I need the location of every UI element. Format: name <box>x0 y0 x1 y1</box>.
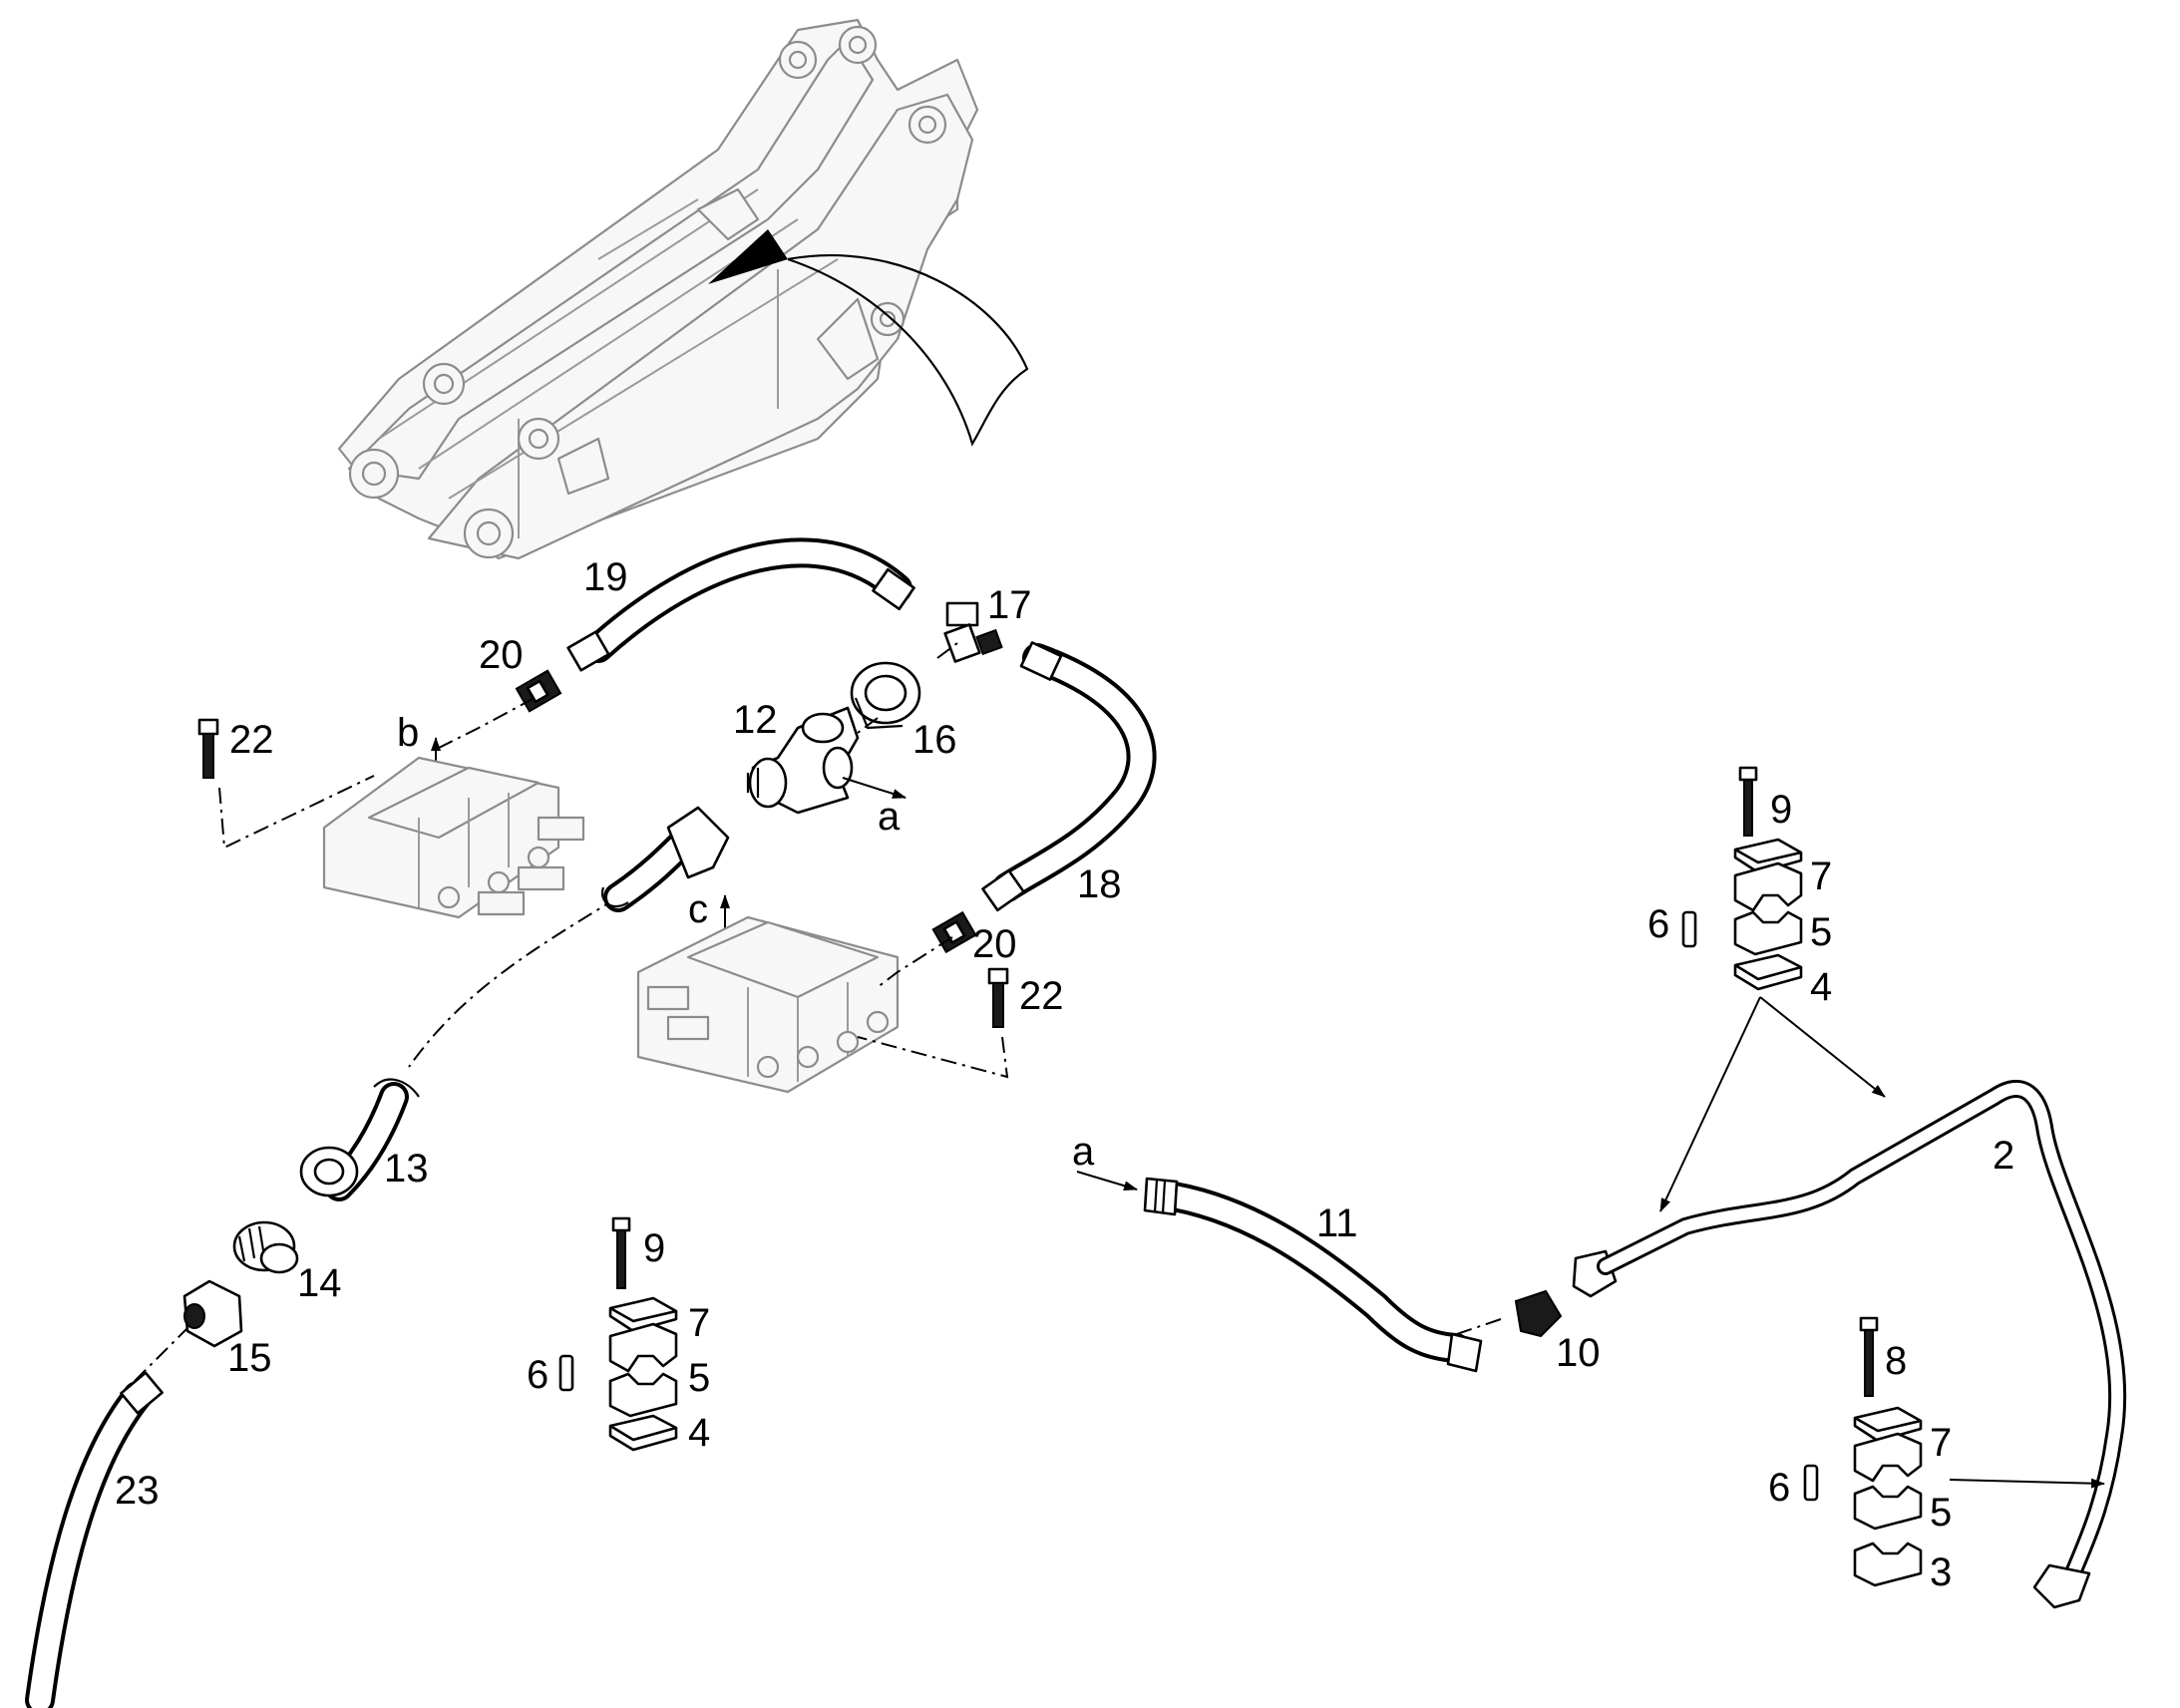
label-6-right: 6 <box>1647 902 1669 946</box>
label-13: 13 <box>384 1147 429 1191</box>
label-9-right: 9 <box>1770 788 1792 832</box>
label-b: b <box>397 711 419 755</box>
label-7-bottom: 7 <box>1930 1421 1952 1465</box>
label-6-bottom: 6 <box>1768 1466 1790 1510</box>
label-18: 18 <box>1077 862 1122 906</box>
label-4-right: 4 <box>1810 965 1832 1009</box>
hose-18 <box>981 641 1157 912</box>
nut-16 <box>850 661 921 730</box>
label-a-top: a <box>878 795 901 839</box>
label-a-mid: a <box>1072 1130 1095 1174</box>
pipe-2 <box>1597 1080 2127 1609</box>
label-5-left: 5 <box>688 1356 710 1400</box>
hose-11 <box>1143 1177 1483 1373</box>
label-5-bottom: 5 <box>1930 1491 1952 1535</box>
clamp-leaders <box>1659 996 2105 1489</box>
label-c: c <box>688 887 708 931</box>
label-6-left: 6 <box>527 1353 548 1397</box>
label-2: 2 <box>1993 1134 2014 1178</box>
label-20-top: 20 <box>479 633 524 677</box>
label-17: 17 <box>987 583 1032 627</box>
label-8: 8 <box>1885 1339 1907 1383</box>
clamp-set-right <box>1681 766 1803 991</box>
hose-13 <box>299 806 730 1201</box>
label-22-right: 22 <box>1019 974 1064 1018</box>
label-14: 14 <box>297 1261 342 1305</box>
hose-19 <box>566 537 915 672</box>
clamp-set-bottom <box>1803 1316 1923 1587</box>
control-valve-left-ghost <box>322 756 585 919</box>
flow-arrow-a-top <box>842 777 907 799</box>
label-23: 23 <box>115 1469 160 1513</box>
bolt-22-right <box>987 967 1009 1028</box>
label-15: 15 <box>227 1336 272 1380</box>
assembly-lines <box>129 642 1502 1387</box>
adapter-14 <box>232 1220 299 1274</box>
label-4-left: 4 <box>688 1411 710 1455</box>
label-7-right: 7 <box>1810 854 1832 898</box>
label-9-left: 9 <box>643 1226 665 1270</box>
label-12: 12 <box>733 698 778 742</box>
tee-fitting-17 <box>943 601 1003 663</box>
label-11: 11 <box>1316 1201 1358 1245</box>
label-22-left: 22 <box>229 718 274 762</box>
part-labels: 19 20 17 12 16 a b 22 18 c 20 22 13 14 1… <box>115 555 2014 1594</box>
label-19: 19 <box>583 555 628 599</box>
label-16: 16 <box>912 718 957 762</box>
label-20-mid: 20 <box>972 922 1017 966</box>
label-5-right: 5 <box>1810 910 1832 954</box>
clamp-set-left <box>558 1216 678 1452</box>
tee-fitting-12 <box>746 706 860 815</box>
nut-15 <box>182 1279 243 1348</box>
boom-assembly-ghost <box>337 18 1029 560</box>
label-7-left: 7 <box>688 1301 710 1345</box>
control-valve-mid-ghost <box>636 915 900 1094</box>
hose-23 <box>25 1371 164 1708</box>
flow-arrow-a-mid <box>1076 1171 1138 1192</box>
bolt-22-left <box>197 718 219 779</box>
label-10: 10 <box>1556 1331 1601 1375</box>
label-3: 3 <box>1930 1550 1952 1594</box>
